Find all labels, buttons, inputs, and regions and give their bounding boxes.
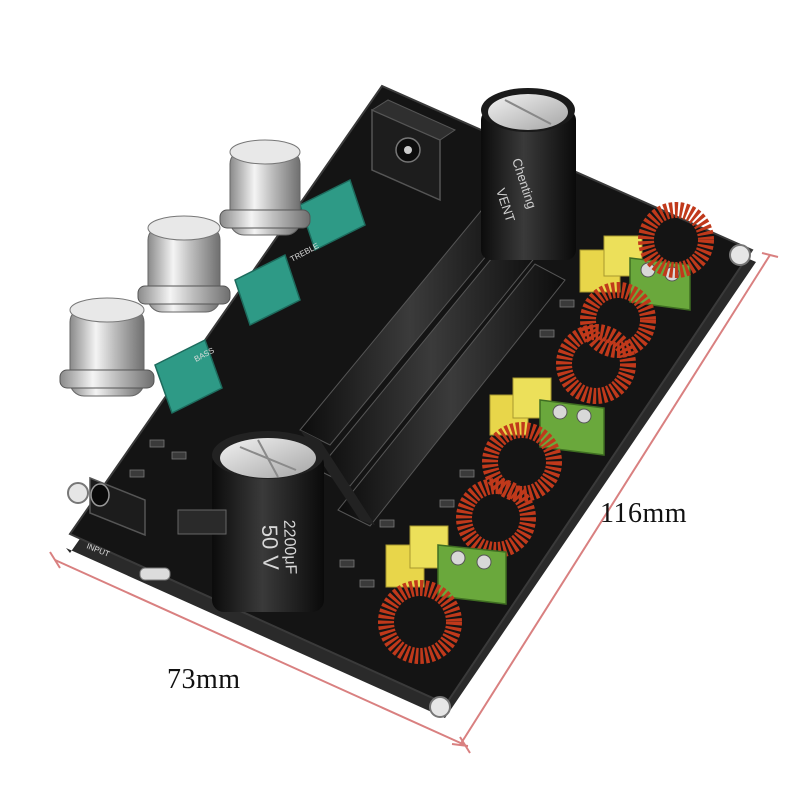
- inductor: [456, 478, 536, 558]
- cap-large-value: 2200μF: [280, 520, 299, 575]
- audio-input-jack[interactable]: [89, 476, 146, 537]
- ic-chip: [177, 509, 227, 535]
- inductor: [556, 324, 636, 404]
- mounting-hole: [429, 696, 451, 718]
- knob-bass[interactable]: [59, 297, 223, 415]
- channel-group-middle: [482, 324, 636, 502]
- knob-treble[interactable]: [219, 139, 366, 252]
- mounting-holes: [67, 244, 751, 718]
- mounting-hole: [729, 244, 751, 266]
- inductor: [378, 580, 462, 664]
- capacitor-top: Chenting VENT: [481, 88, 576, 260]
- dimension-lines: [49, 252, 779, 754]
- inductor: [638, 202, 714, 278]
- knob-mid[interactable]: [137, 215, 301, 327]
- capacitor-large: 2200μF 50 V: [212, 431, 324, 612]
- dimension-width-label: 116mm: [600, 498, 688, 529]
- smd-components: [129, 299, 575, 588]
- speaker-terminal[interactable]: [539, 399, 605, 456]
- dimension-depth-label: 73mm: [167, 664, 241, 695]
- crystal: [139, 567, 171, 581]
- channel-group-bottom: [378, 478, 536, 664]
- mounting-hole: [67, 482, 89, 504]
- dc-power-jack: [370, 99, 457, 202]
- cap-large-voltage: 50 V: [257, 524, 284, 570]
